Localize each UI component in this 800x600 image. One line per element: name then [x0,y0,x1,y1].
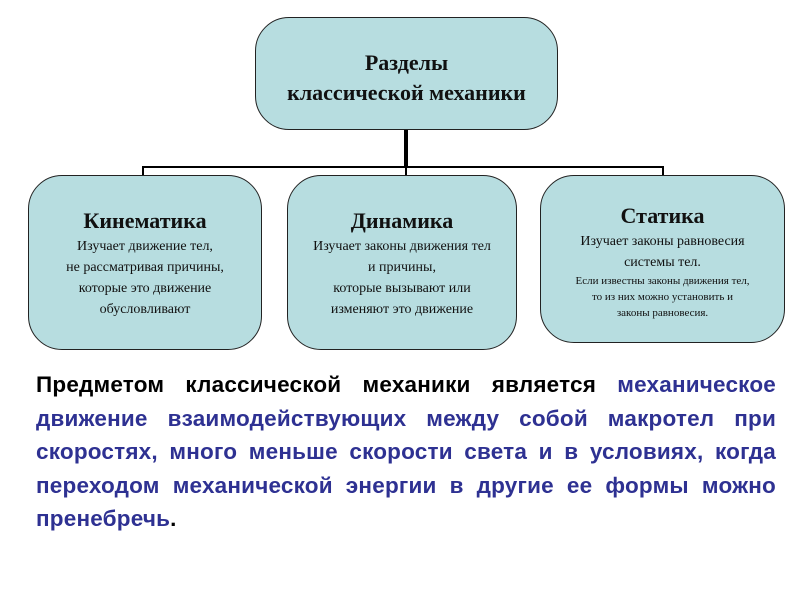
node-note-line: Если известны законы движения тел, [575,275,750,287]
root-line-1: Разделы [364,50,449,75]
node-desc-line: системы тел. [624,255,701,270]
connector-trunk [404,130,408,168]
node-desc-line: Изучает движение тел, [77,239,213,254]
node-title: Динамика [350,208,454,233]
node-desc-line: не рассматривая причины, [66,260,224,275]
definition-paragraph: Предметом классической механики является… [36,368,776,536]
root-node: Разделы классической механики [255,17,558,130]
connector-right [662,166,664,177]
paragraph-lead: Предметом классической механики является [36,372,618,397]
paragraph-body: механическое движение взаимодействующих … [36,372,776,531]
node-desc-line: которые это движение [78,281,212,296]
node-note-line: законы равновесия. [616,307,709,319]
node-desc-line: изменяют это движение [330,302,474,317]
connector-mid [405,166,407,177]
node-note-line: то из них можно установить и [592,291,733,303]
node-statics: Статика Изучает законы равновесия систем… [540,175,785,343]
node-desc-line: которые вызывают или [333,281,471,296]
node-desc-line: Изучает законы равновесия [580,234,745,249]
connector-bar [142,166,664,168]
paragraph-end: . [170,506,177,531]
node-title: Статика [620,203,705,228]
connector-left [142,166,144,177]
node-desc-line: и причины, [368,260,436,275]
root-line-2: классической механики [287,80,526,105]
node-desc-line: Изучает законы движения тел [313,239,491,254]
node-desc-line: обусловливают [99,302,191,317]
node-title: Кинематика [83,208,207,233]
node-kinematics: Кинематика Изучает движение тел, не расс… [28,175,262,350]
node-dynamics: Динамика Изучает законы движения тел и п… [287,175,517,350]
